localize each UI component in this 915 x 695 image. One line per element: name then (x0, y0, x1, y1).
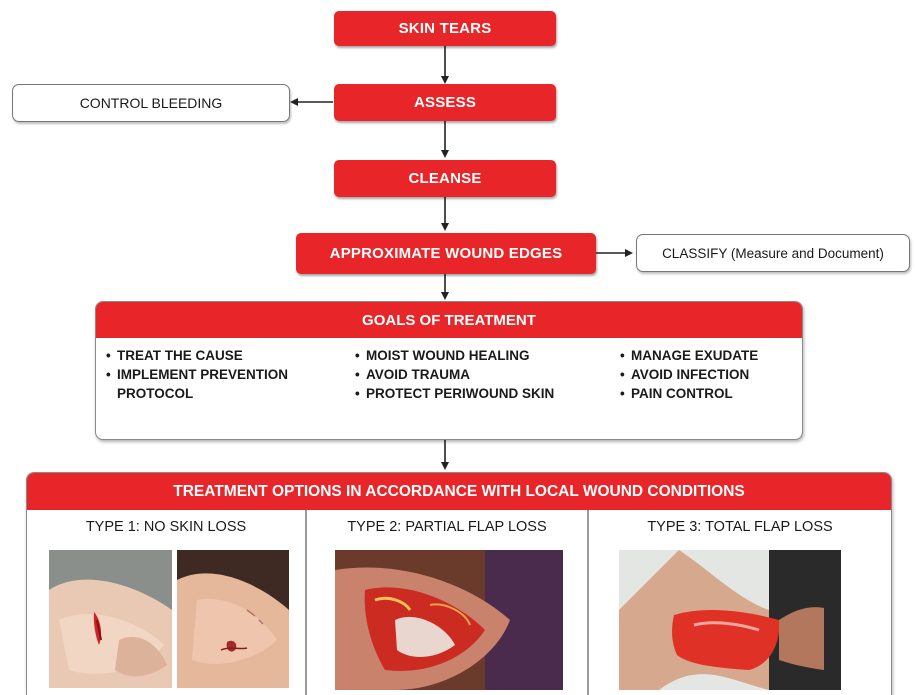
cleanse-box: CLEANSE (334, 160, 556, 197)
type-3-column: TYPE 3: TOTAL FLAP LOSS (589, 510, 891, 695)
cleanse-label: CLEANSE (408, 170, 481, 187)
classify-box: CLASSIFY (Measure and Document) (636, 234, 910, 272)
goal-item: MOIST WOUND HEALING (355, 346, 595, 365)
treatment-options-header: TREATMENT OPTIONS IN ACCORDANCE WITH LOC… (27, 473, 891, 510)
goal-item: PAIN CONTROL (620, 384, 790, 403)
goals-title: GOALS OF TREATMENT (362, 312, 536, 329)
goal-item: IMPLEMENT PREVENTION PROTOCOL (106, 365, 307, 403)
treatment-options-panel: TREATMENT OPTIONS IN ACCORDANCE WITH LOC… (26, 472, 892, 695)
goals-column-3: MANAGE EXUDATE AVOID INFECTION PAIN CONT… (620, 346, 790, 403)
skin-tears-label: SKIN TEARS (399, 20, 492, 37)
type-1-column: TYPE 1: NO SKIN LOSS (27, 510, 305, 695)
type-2-column: TYPE 2: PARTIAL FLAP LOSS (307, 510, 587, 695)
type-1-title: TYPE 1: NO SKIN LOSS (27, 519, 305, 535)
assess-label: ASSESS (414, 94, 476, 111)
type-1-photo-b (177, 550, 289, 688)
goals-header: GOALS OF TREATMENT (96, 302, 802, 338)
goal-item: TREAT THE CAUSE (106, 346, 326, 365)
goal-item: MANAGE EXUDATE (620, 346, 790, 365)
type-2-photo (335, 550, 563, 690)
treatment-options-title: TREATMENT OPTIONS IN ACCORDANCE WITH LOC… (173, 483, 744, 501)
approximate-wound-edges-label: APPROXIMATE WOUND EDGES (330, 245, 563, 262)
type-2-title: TYPE 2: PARTIAL FLAP LOSS (307, 519, 587, 535)
assess-box: ASSESS (334, 84, 556, 121)
type-3-title: TYPE 3: TOTAL FLAP LOSS (589, 519, 891, 535)
goal-item: AVOID INFECTION (620, 365, 790, 384)
goals-panel: GOALS OF TREATMENT TREAT THE CAUSE IMPLE… (95, 301, 803, 440)
control-bleeding-label: CONTROL BLEEDING (80, 95, 223, 111)
goals-column-2: MOIST WOUND HEALING AVOID TRAUMA PROTECT… (355, 346, 595, 403)
goal-item: PROTECT PERIWOUND SKIN (355, 384, 595, 403)
skin-tears-box: SKIN TEARS (334, 11, 556, 46)
goals-column-1: TREAT THE CAUSE IMPLEMENT PREVENTION PRO… (106, 346, 326, 403)
control-bleeding-box: CONTROL BLEEDING (12, 84, 290, 122)
type-3-photo (619, 550, 841, 690)
approximate-wound-edges-box: APPROXIMATE WOUND EDGES (296, 233, 596, 274)
type-1-photo-a (49, 550, 172, 688)
classify-label: CLASSIFY (Measure and Document) (662, 246, 884, 261)
goal-item: AVOID TRAUMA (355, 365, 595, 384)
